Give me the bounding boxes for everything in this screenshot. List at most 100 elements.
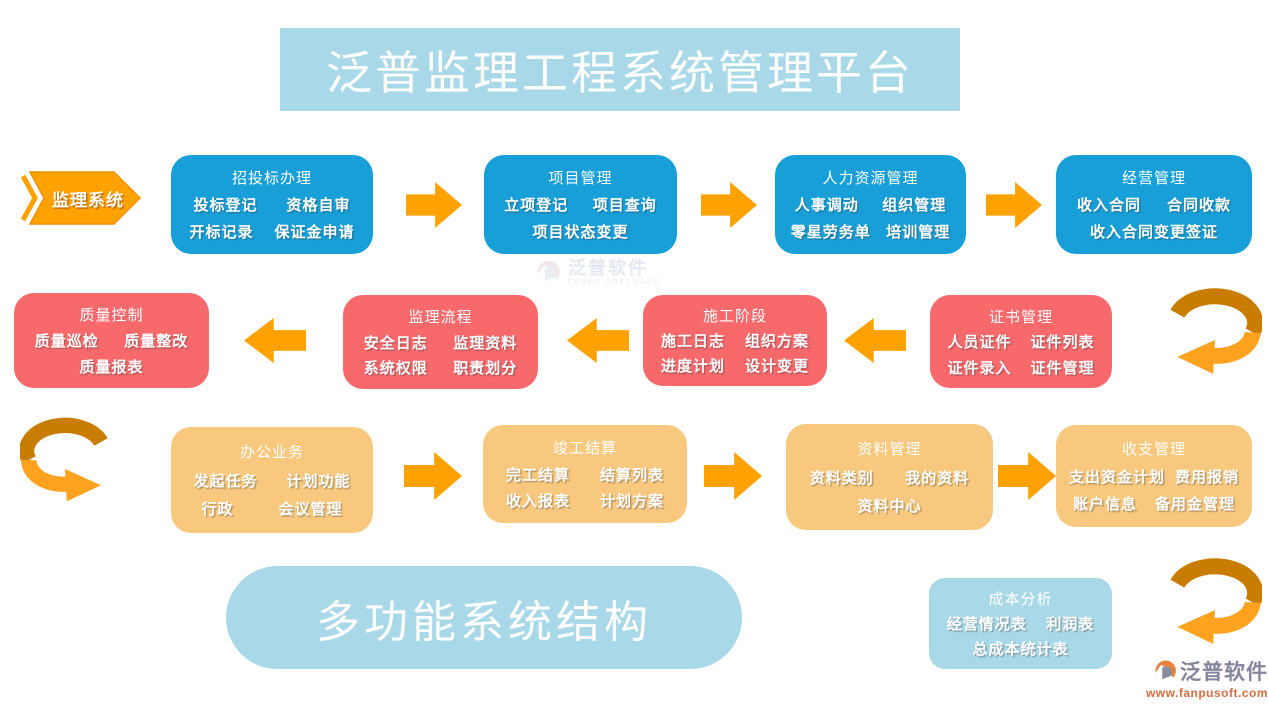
box-quality-control: 质量控制 质量巡检 质量整改 质量报表 [14,293,209,388]
u-turn-arrow-icon [20,417,108,502]
box-business-management: 经营管理 收入合同 合同收款 收入合同变更签证 [1056,155,1252,254]
box-item: 质量整改 [124,333,189,350]
flow-arrow-right-icon [998,452,1056,500]
box-project-management: 项目管理 立项登记 项目查询 项目状态变更 [484,155,677,254]
title-banner: 泛普监理工程系统管理平台 [280,28,960,111]
box-item: 保证金申请 [274,224,355,241]
flow-arrow-left-icon [844,318,906,363]
u-turn-arrow-icon [1170,288,1262,374]
box-title: 质量控制 [79,307,144,324]
box-item: 支出资金计划 [1068,468,1165,486]
box-item: 收入报表 [505,493,570,511]
box-title: 资料管理 [857,440,922,458]
box-item: 资料类别 [809,469,874,487]
box-item: 安全日志 [363,334,428,352]
box-item: 行政 [201,501,234,519]
box-item: 组织方案 [744,333,809,350]
box-bid-management: 招投标办理 投标登记 资格自审 开标记录 保证金申请 [171,155,373,254]
box-office-business: 办公业务 发起任务 计划功能 行政 会议管理 [171,427,373,533]
box-document-management: 资料管理 资料类别 我的资料 资料中心 [786,424,993,530]
start-badge: 监理系统 [20,170,142,226]
box-item: 收入合同 [1076,197,1141,214]
box-construction-phase: 施工阶段 施工日志 组织方案 进度计划 设计变更 [643,295,827,386]
box-item: 资格自审 [286,197,351,214]
box-item: 结算列表 [599,466,664,484]
box-item: 施工日志 [660,333,725,350]
box-item: 证件列表 [1030,334,1095,351]
flow-arrow-right-icon [404,452,462,500]
box-item: 组织管理 [882,197,947,214]
fanpu-watermark-icon [537,260,560,281]
box-item: 备用金管理 [1154,496,1235,514]
box-item: 账户信息 [1072,496,1137,514]
box-item: 开标记录 [189,224,254,241]
watermark-logo: 泛普软件 FANPU SOFTWARE [534,258,661,286]
box-title: 人力资源管理 [822,170,919,187]
flow-arrow-left-icon [567,318,629,363]
box-title: 项目管理 [548,170,613,187]
box-item: 设计变更 [744,358,809,375]
box-item: 立项登记 [504,197,569,214]
ribbon-arrow-icon [20,171,142,225]
pill-label: 多功能系统结构 [316,597,652,647]
flow-arrow-right-icon [701,182,757,228]
box-item: 质量报表 [79,359,144,376]
start-badge-label: 监理系统 [52,190,124,210]
box-item: 职责划分 [453,360,518,378]
box-item: 系统权限 [363,360,428,378]
box-completion-settlement: 竣工结算 完工结算 结算列表 收入报表 计划方案 [483,425,687,523]
box-item: 总成本统计表 [972,641,1069,658]
box-title: 施工阶段 [702,308,767,325]
box-item: 零星劳务单 [790,224,871,241]
box-item: 质量巡检 [34,333,99,350]
box-item: 人员证件 [947,334,1012,351]
box-title: 竣工结算 [552,439,617,457]
box-item: 监理资料 [453,334,518,352]
box-item: 投标登记 [193,197,258,214]
box-title: 监理流程 [408,308,473,326]
box-item: 经营情况表 [946,616,1027,633]
box-income-expense-management: 收支管理 支出资金计划 费用报销 账户信息 备用金管理 [1056,425,1252,527]
box-title: 证书管理 [988,308,1053,326]
flow-arrow-right-icon [704,452,762,500]
box-item: 计划功能 [286,472,351,490]
watermark-name: 泛普软件 [568,257,648,278]
footer-logo-name: 泛普软件 [1180,661,1268,684]
box-item: 培训管理 [886,224,951,241]
flow-arrow-right-icon [406,182,462,228]
box-item: 进度计划 [660,358,725,375]
box-title: 成本分析 [988,591,1053,608]
box-item: 收入合同变更签证 [1089,224,1218,241]
footer-logo: 泛普软件 www.fanpusoft.com [1128,656,1268,700]
box-item: 证件管理 [1030,359,1095,377]
box-cost-analysis: 成本分析 经营情况表 利润表 总成本统计表 [929,578,1112,669]
flow-arrow-left-icon [244,318,306,363]
box-item: 我的资料 [905,469,970,487]
box-hr-management: 人力资源管理 人事调动 组织管理 零星劳务单 培训管理 [775,155,966,254]
box-item: 费用报销 [1174,468,1239,486]
box-item: 资料中心 [857,498,922,516]
box-item: 合同收款 [1166,197,1231,214]
box-item: 项目状态变更 [532,224,629,241]
flow-arrow-right-icon [986,182,1042,228]
box-title: 收支管理 [1121,440,1186,458]
box-item: 证件录入 [947,359,1012,377]
box-certificate-management: 证书管理 人员证件 证件列表 证件录入 证件管理 [930,295,1112,388]
box-item: 计划方案 [599,493,664,511]
page-title: 泛普监理工程系统管理平台 [326,46,914,99]
u-turn-arrow-icon [1170,558,1262,644]
box-title: 招投标办理 [231,170,312,187]
box-item: 人事调动 [794,197,859,214]
box-supervision-process: 监理流程 安全日志 监理资料 系统权限 职责划分 [343,295,538,389]
box-item: 利润表 [1046,616,1095,633]
box-item: 项目查询 [592,197,657,214]
box-item: 会议管理 [278,501,343,519]
box-title: 办公业务 [239,443,304,461]
box-item: 完工结算 [505,466,570,484]
fanpu-logo-icon [1155,660,1176,680]
watermark-subtitle: FANPU SOFTWARE [568,278,661,286]
box-title: 经营管理 [1121,170,1186,187]
footer-logo-url: www.fanpusoft.com [1145,686,1268,700]
bottom-pill: 多功能系统结构 [226,566,742,669]
